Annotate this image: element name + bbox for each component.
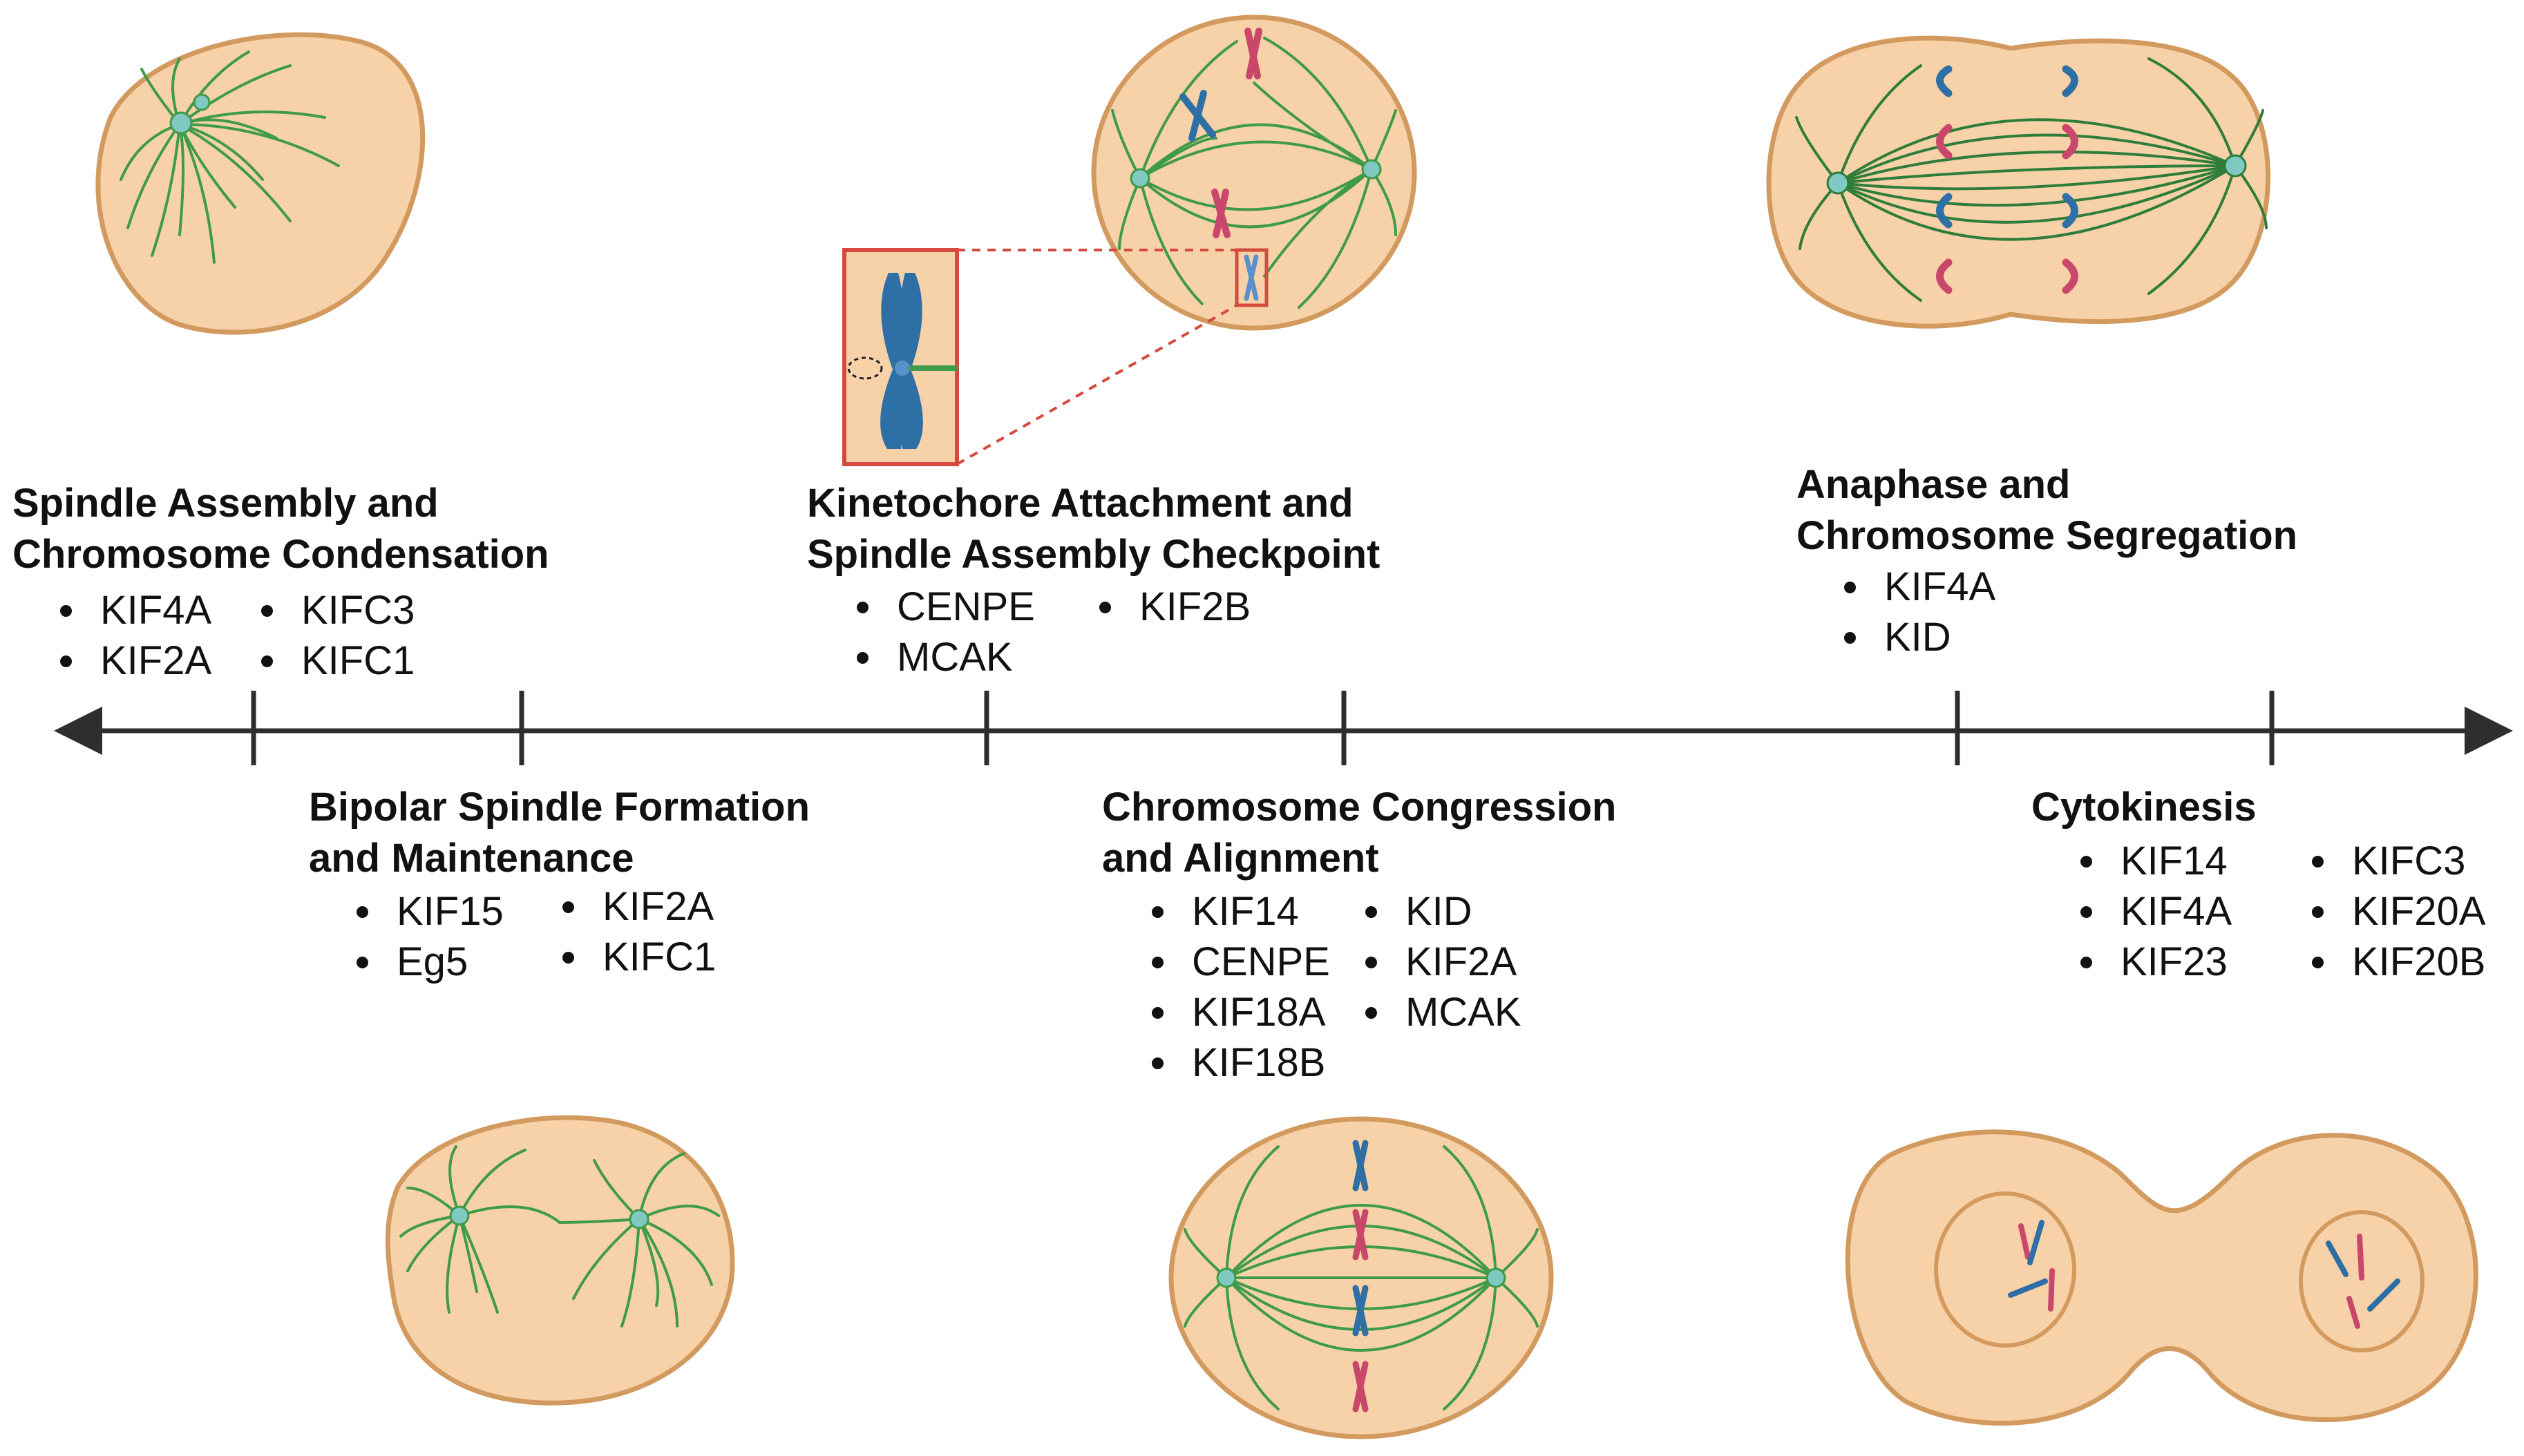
phase-title-line: Spindle Assembly Checkpoint: [807, 532, 1380, 577]
phase-title-line: Kinetochore Attachment and: [807, 481, 1354, 526]
phase-title-congression: Chromosome Congression and Alignment: [1102, 782, 1616, 884]
kinesin-list: KIFC3 KIF20A KIF20B: [2307, 836, 2485, 987]
chromosome-pink: [1244, 28, 1262, 79]
kinesin-item: KIF18B: [1147, 1037, 1330, 1088]
cell-anaphase: [1766, 35, 2270, 329]
phase-title-kinetochore: Kinetochore Attachment and Spindle Assem…: [807, 478, 1380, 580]
kinesin-list: KIF4A KIF2A: [55, 585, 211, 686]
kinesin-item: CENPE: [852, 582, 1035, 632]
phase-title-line: Cytokinesis: [2031, 785, 2257, 830]
cell-prophase: [95, 32, 426, 335]
kinesin-item: KIF4A: [1839, 562, 1995, 612]
phase-title-line: Chromosome Condensation: [12, 532, 549, 577]
kinesin-item: KIF2B: [1094, 582, 1251, 632]
kinesin-list: KIF15 Eg5: [352, 886, 504, 987]
phase-title-cytokinesis: Cytokinesis: [2031, 782, 2257, 833]
centrosome: [1361, 159, 1382, 180]
cell-membrane: [385, 1115, 735, 1406]
chromosome-blue: [1179, 90, 1216, 142]
phase-title-spindle-assembly: Spindle Assembly and Chromosome Condensa…: [12, 478, 549, 580]
kinesin-item: KIFC1: [558, 932, 716, 982]
phase-title-line: Chromosome Congression: [1102, 785, 1617, 830]
phase-title-line: and Maintenance: [309, 836, 634, 881]
centrosome: [629, 1209, 649, 1229]
cell-cytokinesis: [1845, 1129, 2478, 1426]
kinesin-item: KIF4A: [2076, 886, 2232, 937]
kinesin-item: KIF4A: [55, 585, 211, 635]
kinesin-item: KIF20B: [2307, 937, 2485, 987]
inset-chromosome: [898, 273, 923, 449]
centrosome: [1826, 171, 1850, 195]
kinesin-item: MCAK: [852, 632, 1035, 682]
centrosome: [1486, 1267, 1506, 1288]
centrosome: [193, 93, 211, 111]
kinesin-item: MCAK: [1360, 987, 1521, 1037]
chromosome-highlight-box: [1235, 248, 1269, 307]
kinesin-item: KID: [1360, 886, 1521, 937]
kinesin-item: KIFC3: [256, 585, 415, 635]
kinetochore-inset: [842, 248, 959, 466]
kinesin-item: KIFC1: [256, 635, 415, 686]
chromosome-pink: [1211, 189, 1231, 238]
centrosome: [2223, 154, 2247, 178]
kinesin-item: KIF20A: [2307, 886, 2485, 937]
cell-bipolar-spindle: [385, 1115, 735, 1406]
kinesin-list: CENPE MCAK: [852, 582, 1035, 682]
kinesin-item: KID: [1839, 612, 1995, 662]
phase-title-line: Spindle Assembly and: [12, 481, 439, 526]
daughter-nucleus: [2299, 1210, 2425, 1352]
cell-prometaphase: [956, 15, 1417, 466]
kinesin-item: KIFC3: [2307, 836, 2485, 886]
kinesin-item: KIF23: [2076, 937, 2232, 987]
kinesin-item: KIF2A: [1360, 937, 1521, 987]
phase-title-bipolar-spindle: Bipolar Spindle Formation and Maintenanc…: [309, 782, 810, 884]
phase-title-line: Anaphase and: [1796, 462, 2071, 507]
kinesin-item: KIF2A: [55, 635, 211, 686]
kinesin-item: KIF2A: [558, 881, 716, 932]
centrosome: [1216, 1267, 1237, 1288]
cell-membrane: [95, 32, 426, 335]
chromosome-blue: [1244, 254, 1259, 301]
kinesin-list: KIF14 KIF4A KIF23: [2076, 836, 2232, 987]
metaphase-plate-chromosomes: [1352, 1140, 1369, 1412]
kinesin-item: KIF14: [1147, 886, 1330, 937]
kinesin-item: KIF18A: [1147, 987, 1330, 1037]
kinesin-list: KIF2B: [1094, 582, 1251, 632]
centrosome: [449, 1205, 470, 1226]
cell-membrane: [1766, 35, 2270, 329]
decondensing-chromosomes: [2008, 1220, 2400, 1329]
kinesin-list: KID KIF2A MCAK: [1360, 886, 1521, 1037]
centrosome: [169, 111, 193, 135]
callout-line: [956, 304, 1237, 466]
phase-title-line: Chromosome Segregation: [1796, 513, 2298, 558]
phase-title-line: and Alignment: [1102, 836, 1379, 881]
segregating-chromosomes: [1936, 65, 2078, 294]
phase-title-anaphase: Anaphase and Chromosome Segregation: [1796, 459, 2297, 562]
unattached-kinetochore: [847, 356, 883, 380]
kinesin-list: KIF14 CENPE KIF18A KIF18B: [1147, 886, 1330, 1088]
timeline-axis: [54, 691, 2513, 765]
spindle-microtubules: [1795, 57, 2268, 302]
centrosome: [1130, 168, 1150, 189]
phase-title-line: Bipolar Spindle Formation: [309, 785, 810, 830]
kinesin-item: KIF15: [352, 886, 504, 937]
kinesin-list: KIFC3 KIFC1: [256, 585, 415, 686]
kinesin-item: KIF14: [2076, 836, 2232, 886]
kinesin-list: KIF2A KIFC1: [558, 881, 716, 982]
centromere: [895, 361, 910, 376]
cell-metaphase: [1168, 1116, 1554, 1439]
kinesin-item: CENPE: [1147, 937, 1330, 987]
kinesin-list: KIF4A KID: [1839, 562, 1995, 662]
kinesin-item: Eg5: [352, 937, 504, 987]
